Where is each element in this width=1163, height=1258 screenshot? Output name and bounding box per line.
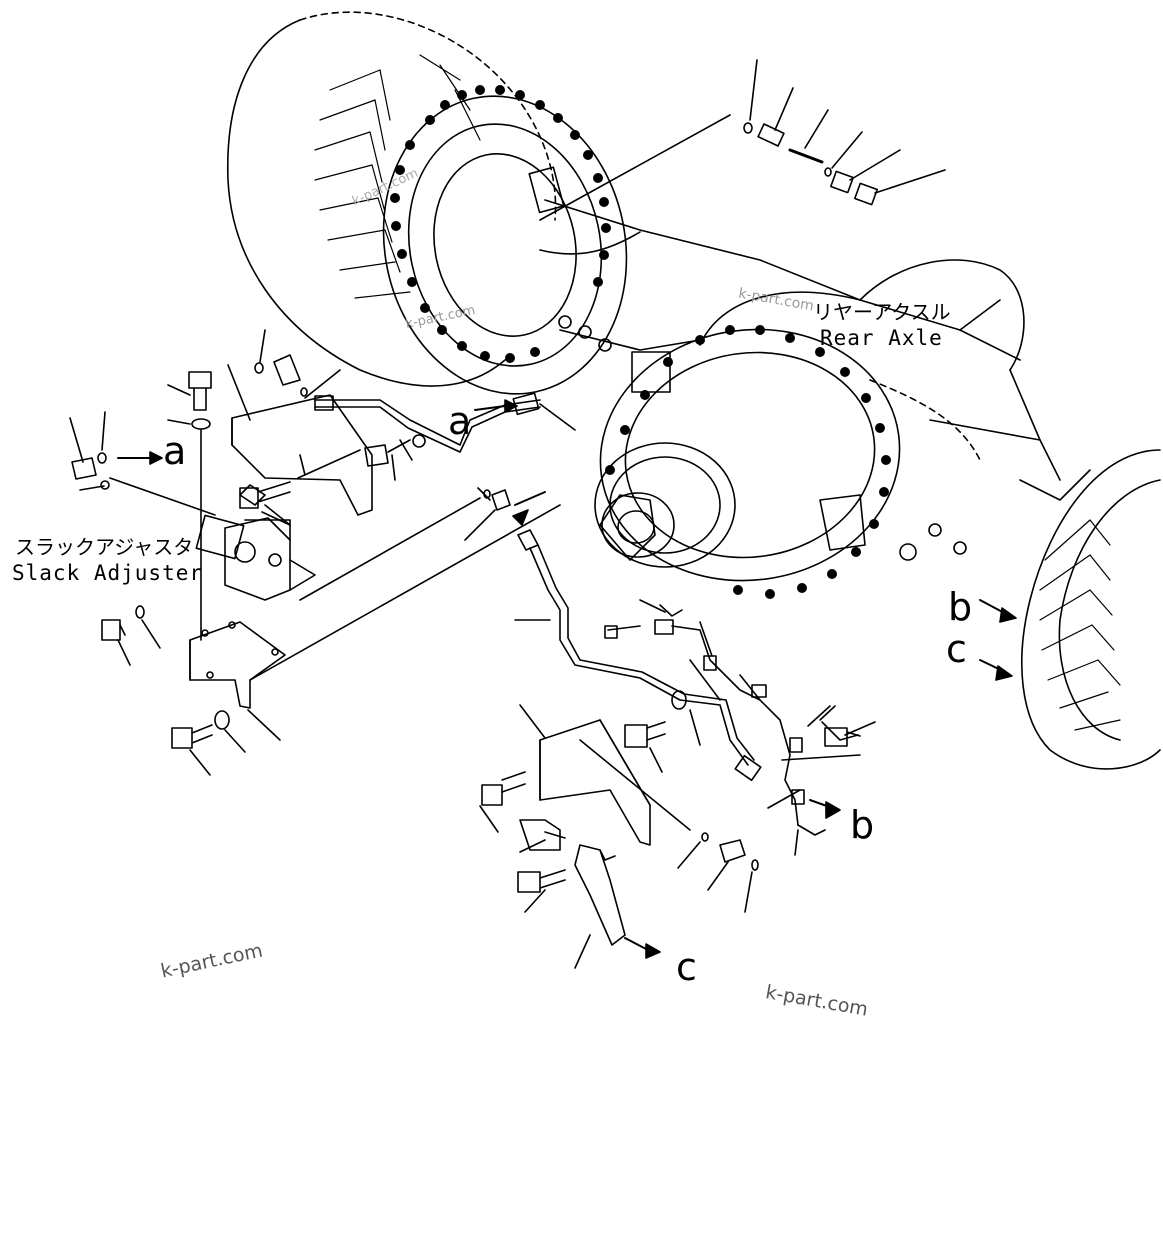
lower-left-bracket	[101, 481, 561, 776]
callout-c-lower: c	[676, 945, 697, 989]
left-fittings	[69, 399, 518, 491]
callout-c-right: c	[946, 627, 967, 671]
slack-adjuster-label-jp: スラックアジャスタ	[15, 535, 194, 559]
left-bolt-stack	[109, 371, 216, 641]
differential-carrier	[558, 315, 967, 599]
left-wheel-hub	[226, 11, 628, 395]
rear-axle-label-en: Rear Axle	[820, 326, 943, 350]
top-fittings	[539, 59, 946, 221]
upper-left-bracket-and-tube	[227, 329, 576, 516]
callout-b-right: b	[948, 585, 973, 629]
sensor-harness	[604, 599, 876, 856]
slack-adjuster-label-en: Slack Adjuster	[12, 561, 204, 585]
callout-b-lower: b	[850, 803, 875, 847]
callout-a-tube: a	[448, 399, 472, 443]
axle-housing	[528, 166, 1091, 501]
callout-a-left: a	[163, 429, 187, 473]
right-wheel-hub	[1021, 449, 1161, 770]
lower-center-bracket	[479, 704, 759, 969]
center-brake-tube	[464, 487, 762, 782]
rear-axle-label-jp: リヤーアクスル	[813, 300, 951, 324]
slack-adjuster	[195, 484, 481, 601]
right-callout-arrows	[979, 599, 1017, 681]
